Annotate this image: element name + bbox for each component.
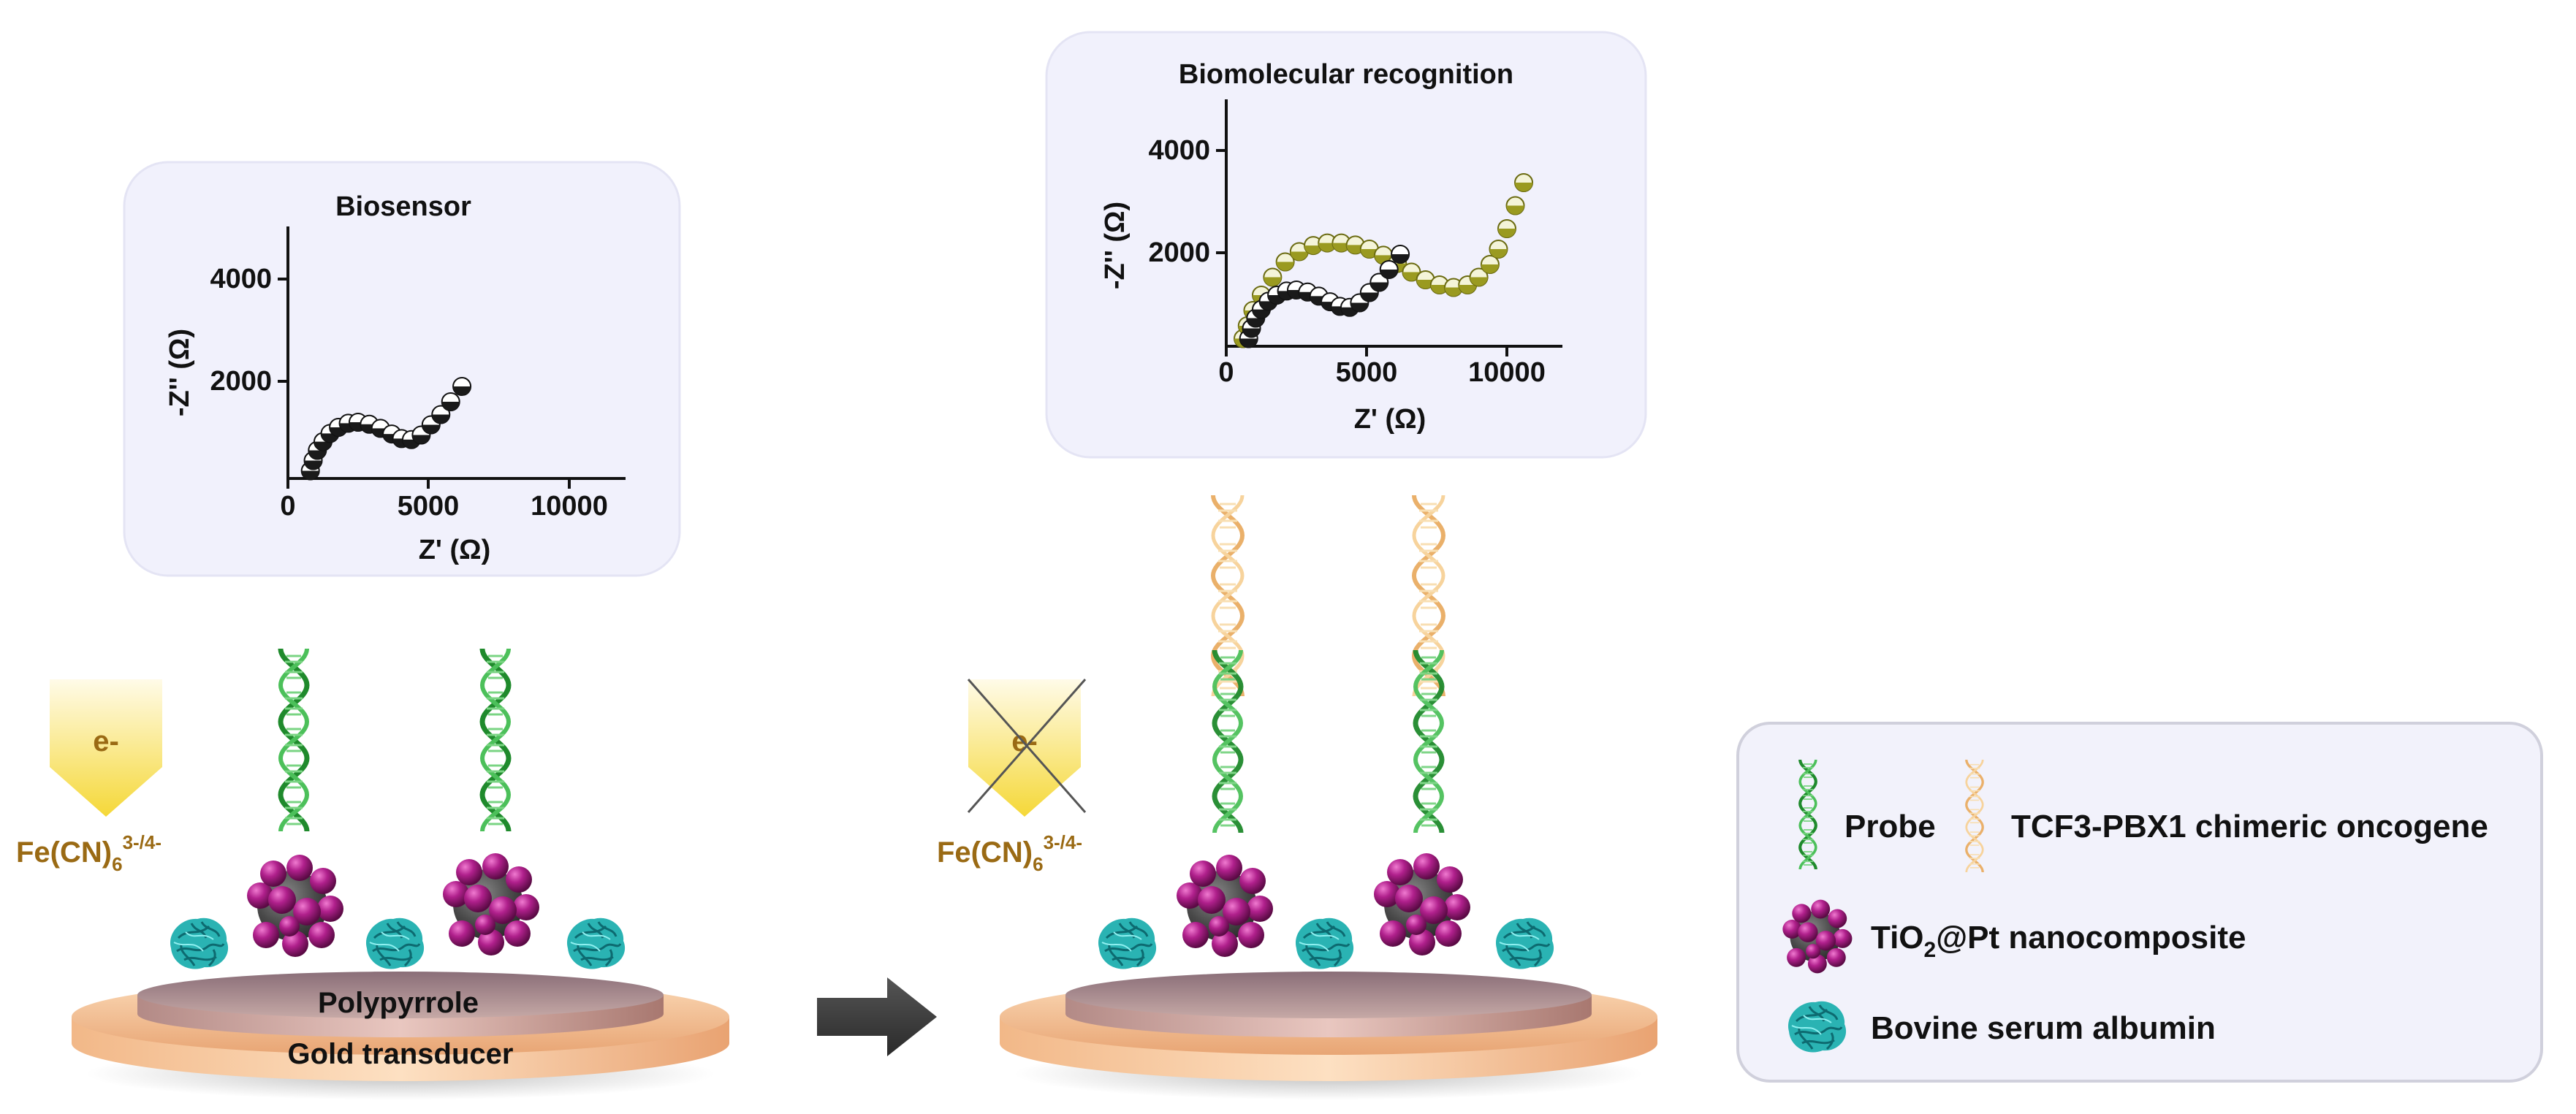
probe-dna: [482, 649, 509, 831]
x-axis-label: Z' (Ω): [419, 535, 491, 565]
nanoparticle: [247, 855, 343, 957]
bsa-molecule: [1494, 917, 1555, 970]
nanoparticle: [1177, 855, 1273, 957]
data-point: [1429, 275, 1449, 294]
data-point: [1263, 267, 1283, 287]
legend-box: [1736, 722, 2543, 1083]
redox-probe-label: Fe(CN)63-/4-: [937, 831, 1082, 875]
legend-bsa-label: Bovine serum albumin: [1871, 1010, 2216, 1046]
data-point: [1318, 233, 1337, 253]
data-point: [1402, 262, 1421, 282]
y-axis: 4000 2000 -Z'' (Ω): [164, 226, 289, 478]
bsa-molecule: [1097, 917, 1158, 970]
electrode-left-scene: e- Fe(CN)63-/4- Polypyrrole Gold transdu…: [16, 649, 729, 1100]
legend-nanoparticle-icon: [1782, 899, 1853, 974]
nyquist-plot-biosensor: [300, 377, 472, 481]
data-point: [431, 405, 451, 424]
data-point: [452, 377, 472, 396]
probe-dna: [281, 649, 307, 831]
data-point: [441, 392, 460, 411]
bsa-molecule: [365, 917, 425, 970]
data-point: [1369, 272, 1389, 292]
redox-probe-label: Fe(CN)63-/4-: [16, 831, 162, 875]
panel-background: [123, 161, 681, 577]
y-tick-label: 4000: [1148, 135, 1210, 166]
electron-transfer-arrow: e-: [50, 679, 162, 817]
recognition-nyquist-panel: Biomolecular recognition 4000 2000 -Z'' …: [1045, 31, 1647, 459]
data-point: [1497, 219, 1516, 238]
legend-target-label: TCF3-PBX1 chimeric oncogene: [2011, 809, 2488, 844]
polypyrrole-label: Polypyrrole: [318, 987, 479, 1019]
biosensor-nyquist-panel: Biosensor 4000 2000 -Z'' (Ω) 0 5000 1000…: [123, 161, 681, 577]
data-point: [1304, 236, 1323, 256]
gold-transducer-label: Gold transducer: [288, 1038, 514, 1070]
nyquist-plot-recognition: [1234, 173, 1534, 348]
data-point: [1505, 196, 1525, 215]
gold-transducer: [1000, 972, 1657, 1100]
bsa-molecule: [1294, 917, 1355, 970]
data-point: [1275, 252, 1295, 272]
data-point: [1469, 267, 1489, 287]
x-axis: 0 5000 10000 Z' (Ω): [280, 477, 626, 565]
blocked-cross-icon: [967, 679, 1087, 813]
data-point: [1444, 278, 1464, 297]
electron-label: e-: [93, 725, 119, 758]
y-axis-label: -Z'' (Ω): [1100, 202, 1131, 289]
nanoparticle: [443, 853, 539, 955]
y-tick-label: 2000: [210, 366, 272, 397]
x-tick-label: 0: [1218, 357, 1234, 388]
data-point: [1359, 283, 1379, 302]
panel-title: Biosensor: [335, 191, 471, 222]
x-axis-label: Z' (Ω): [1354, 404, 1426, 435]
x-tick-label: 5000: [1336, 357, 1398, 388]
legend-probe-label: Probe: [1844, 809, 1936, 844]
data-point: [1514, 173, 1534, 192]
y-axis-label: -Z'' (Ω): [164, 329, 195, 416]
x-tick-label: 10000: [531, 491, 608, 522]
x-tick-label: 10000: [1468, 357, 1546, 388]
data-point: [303, 451, 323, 470]
legend-nanoparticle-label: TiO2@Pt nanocomposite: [1871, 920, 2246, 962]
nanoparticle: [1374, 853, 1470, 955]
data-point: [1480, 255, 1500, 274]
data-point: [1391, 245, 1410, 264]
x-tick-label: 0: [280, 491, 295, 522]
legend-bsa-icon: [1787, 1000, 1847, 1053]
y-tick-label: 4000: [210, 264, 272, 294]
data-point: [1489, 240, 1508, 259]
data-point: [1379, 260, 1399, 279]
legend: Probe TCF3-PBX1 chimeric oncogene TiO2@P…: [1736, 722, 2543, 1083]
x-tick-label: 5000: [398, 491, 460, 522]
electron-transfer-arrow-blocked: e-: [967, 679, 1087, 817]
x-axis: 0 5000 10000 Z' (Ω): [1218, 345, 1562, 435]
bsa-molecule: [169, 917, 229, 970]
process-arrow: [817, 977, 937, 1056]
y-tick-label: 2000: [1148, 237, 1210, 268]
y-axis: 4000 2000 -Z'' (Ω): [1100, 99, 1228, 346]
data-point: [1289, 242, 1309, 262]
electrode-right-scene: e- Fe(CN)63-/4-: [937, 495, 1657, 1100]
bsa-molecule: [566, 917, 626, 970]
panel-title: Biomolecular recognition: [1179, 59, 1513, 90]
